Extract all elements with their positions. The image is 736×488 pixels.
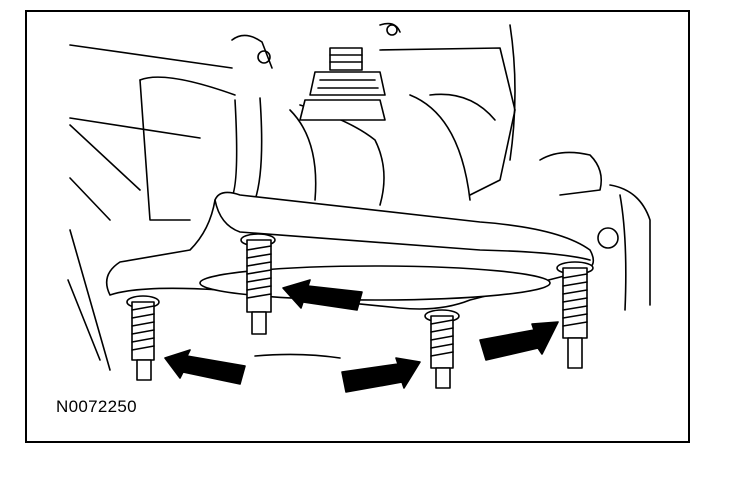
arrow-stud-3 xyxy=(341,357,421,393)
stud-3 xyxy=(424,309,460,389)
oxygen-sensor xyxy=(299,47,386,121)
figure-id-label: N0072250 xyxy=(56,397,137,416)
callout-arrows xyxy=(164,279,559,393)
stud-2 xyxy=(240,233,276,335)
arrow-stud-4 xyxy=(479,321,559,361)
arrow-stud-2 xyxy=(282,279,363,311)
stud-4 xyxy=(556,261,594,369)
stud-1 xyxy=(126,295,160,381)
flange-edge-line xyxy=(254,353,341,359)
arrow-stud-1 xyxy=(164,349,246,385)
engine-block-outline xyxy=(67,22,651,371)
